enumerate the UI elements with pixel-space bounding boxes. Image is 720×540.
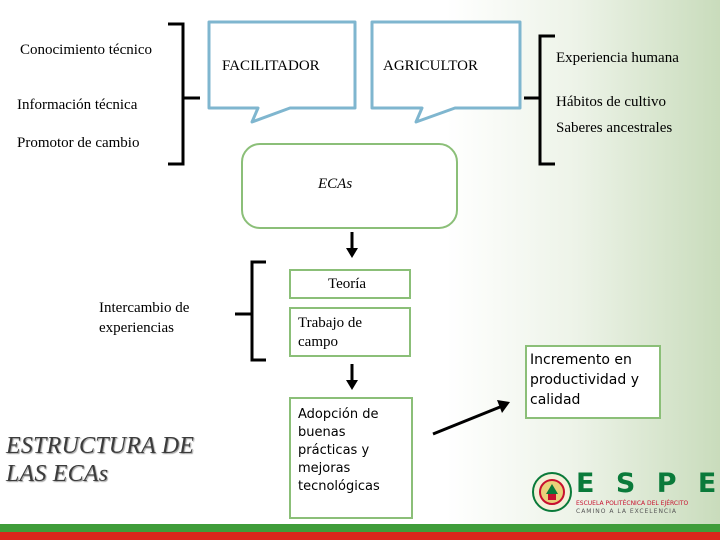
facilitador-callout-shape bbox=[207, 20, 357, 124]
adopcion-box bbox=[289, 397, 413, 519]
intercambio-label: Intercambio de experiencias bbox=[99, 300, 190, 336]
incremento-box bbox=[525, 345, 661, 419]
agricultor-callout-shape bbox=[370, 20, 522, 124]
slide-title: ESTRUCTURA DE LAS ECAs bbox=[6, 433, 195, 487]
right-item-saberes: Saberes ancestrales bbox=[556, 120, 673, 136]
bottom-strip-green bbox=[0, 524, 720, 532]
espe-logo-line1: ESCUELA POLITÉCNICA DEL EJÉRCITO bbox=[576, 500, 689, 507]
espe-logo-name: E S P E bbox=[576, 468, 720, 499]
trabajo-box bbox=[289, 307, 411, 357]
bottom-strip-red bbox=[0, 532, 720, 540]
trabajo-label: Trabajo de campo bbox=[298, 315, 363, 350]
ecas-label: ECAs bbox=[318, 176, 353, 192]
left-item-conocimiento: Conocimiento técnico bbox=[20, 42, 153, 58]
adopcion-label: Adopción de buenas prácticas y mejoras t… bbox=[298, 407, 380, 494]
incremento-label: Incremento en productividad y calidad bbox=[530, 352, 639, 408]
arrow-down-1 bbox=[346, 248, 358, 258]
left-item-informacion: Información técnica bbox=[17, 97, 138, 113]
right-item-habitos: Hábitos de cultivo bbox=[556, 94, 666, 110]
facilitador-label: FACILITADOR bbox=[222, 58, 320, 74]
right-group-bracket bbox=[538, 34, 555, 166]
agricultor-label: AGRICULTOR bbox=[383, 58, 479, 74]
espe-emblem-icon bbox=[532, 472, 572, 512]
teoria-label: Teoría bbox=[328, 276, 367, 292]
middle-bracket bbox=[250, 260, 266, 362]
teoria-box bbox=[289, 269, 411, 299]
right-item-experiencia: Experiencia humana bbox=[556, 50, 679, 66]
arrow-down-2 bbox=[346, 380, 358, 390]
arrow-diagonal bbox=[497, 400, 510, 413]
ecas-box bbox=[241, 143, 458, 229]
espe-logo: E S P E ESCUELA POLITÉCNICA DEL EJÉRCITO… bbox=[532, 468, 716, 518]
left-group-bracket bbox=[168, 22, 185, 166]
espe-logo-line2: CAMINO A LA EXCELENCIA bbox=[576, 508, 677, 515]
left-item-promotor: Promotor de cambio bbox=[17, 135, 140, 151]
